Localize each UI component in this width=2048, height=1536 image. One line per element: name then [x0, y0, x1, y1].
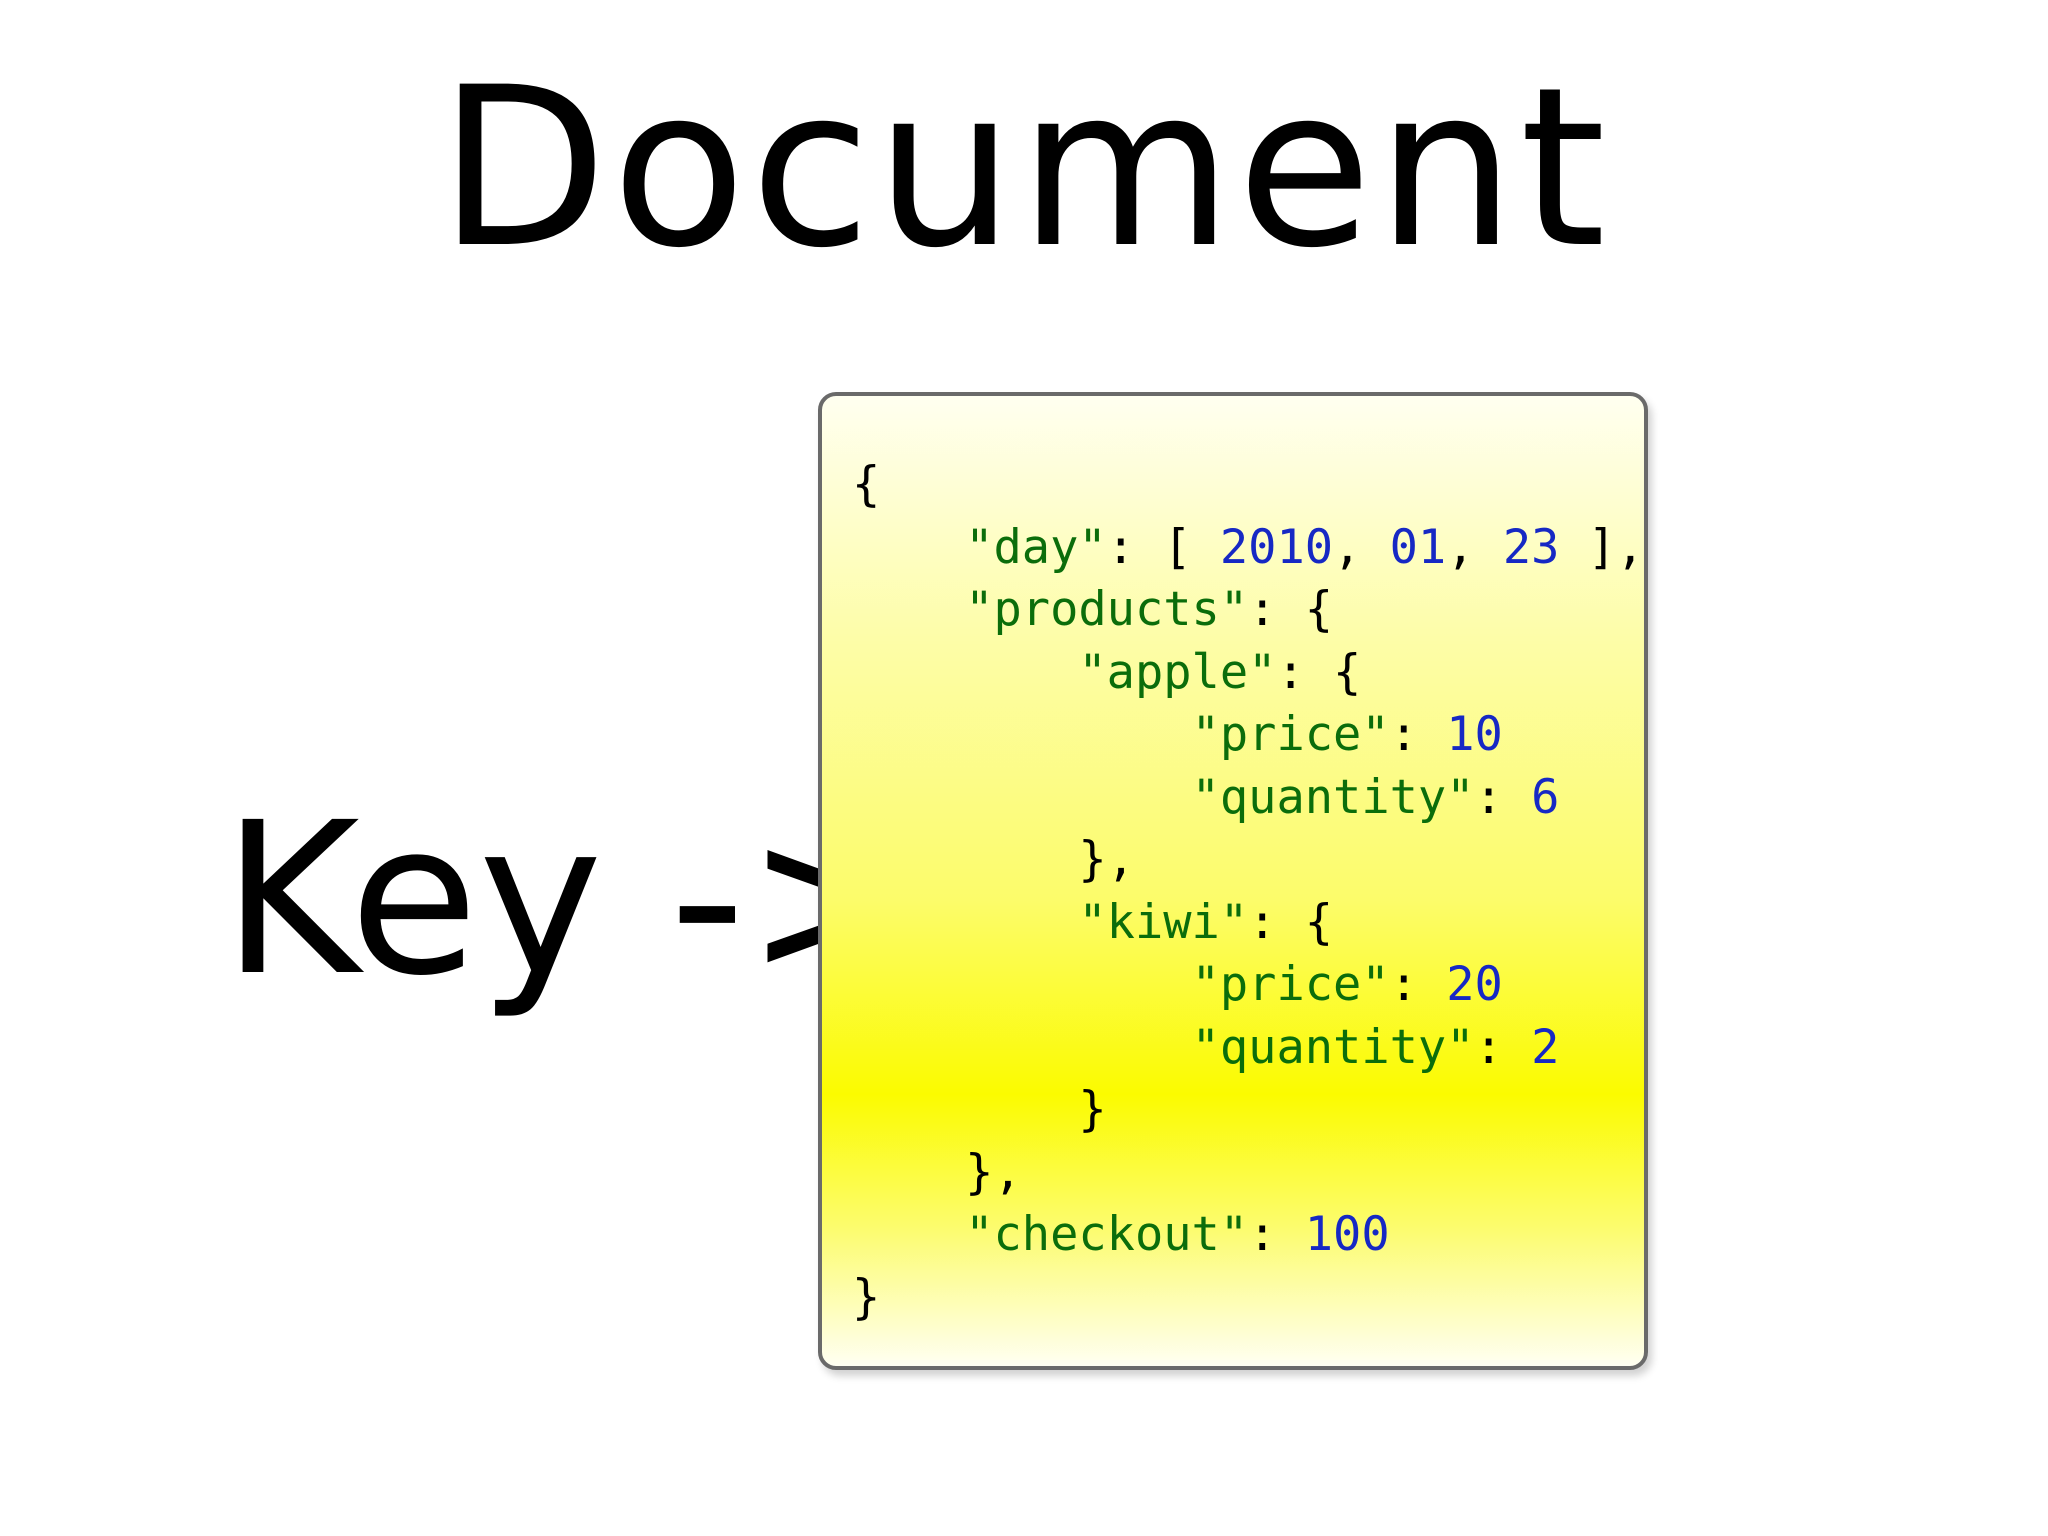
json-number: 100 — [1304, 1207, 1390, 1262]
json-punctuation: : — [1248, 1207, 1305, 1262]
json-number: 23 — [1502, 519, 1560, 575]
code-line: }, — [852, 1142, 1644, 1205]
json-punctuation: { — [852, 457, 881, 512]
code-line: { — [852, 454, 1644, 517]
json-code-block: { "day": [ 2010, 01, 23 ], "products": {… — [852, 454, 1644, 1329]
code-line: }, — [852, 829, 1644, 892]
json-key: "price" — [1191, 957, 1390, 1012]
json-punctuation — [852, 520, 965, 575]
json-punctuation: : — [1474, 769, 1532, 825]
json-key: "checkout" — [965, 1207, 1249, 1262]
json-punctuation: : — [1389, 707, 1447, 762]
code-line: "checkout": 100 — [852, 1204, 1644, 1267]
json-punctuation — [852, 957, 1192, 1012]
json-punctuation — [852, 1020, 1192, 1075]
json-punctuation — [852, 707, 1192, 762]
code-line: "kiwi": { — [852, 892, 1644, 955]
json-key: "quantity" — [1191, 1019, 1475, 1075]
code-line: } — [852, 1079, 1644, 1142]
json-punctuation: : { — [1276, 644, 1362, 700]
json-key: "price" — [1191, 707, 1390, 762]
json-punctuation: : { — [1248, 894, 1334, 950]
json-key: "products" — [965, 582, 1249, 637]
key-arrow-label: Key -> — [222, 777, 922, 1022]
code-line: "quantity": 2 — [852, 1017, 1644, 1080]
json-key: "apple" — [1078, 644, 1277, 700]
json-punctuation — [852, 582, 965, 637]
code-line: "price": 10 — [852, 704, 1644, 767]
code-line: "price": 20 — [852, 954, 1644, 1017]
json-punctuation: ], — [1559, 519, 1645, 575]
json-punctuation — [852, 770, 1192, 825]
json-number: 10 — [1446, 707, 1503, 762]
json-key: "quantity" — [1191, 769, 1475, 825]
json-number: 01 — [1389, 519, 1447, 575]
json-punctuation: : — [1474, 1019, 1532, 1075]
json-punctuation — [852, 645, 1078, 700]
json-punctuation: , — [1446, 519, 1503, 575]
json-punctuation: }, — [852, 832, 1135, 887]
json-number: 2 — [1531, 1019, 1560, 1075]
slide-title: Document — [438, 40, 1610, 296]
json-number: 2010 — [1219, 519, 1334, 575]
code-line: "apple": { — [852, 642, 1644, 705]
json-key: "kiwi" — [1078, 894, 1249, 950]
json-punctuation: : { — [1248, 582, 1334, 637]
json-number: 20 — [1446, 957, 1503, 1012]
code-line: "products": { — [852, 579, 1644, 642]
json-punctuation: } — [852, 1082, 1107, 1137]
code-line: } — [852, 1267, 1644, 1330]
json-key: "day" — [965, 519, 1107, 575]
json-punctuation: } — [852, 1269, 881, 1325]
json-punctuation: : [ — [1106, 519, 1220, 575]
json-punctuation: }, — [852, 1144, 1022, 1200]
json-punctuation — [852, 1207, 965, 1262]
json-document-box: { "day": [ 2010, 01, 23 ], "products": {… — [818, 392, 1648, 1370]
code-line: "quantity": 6 — [852, 767, 1644, 830]
code-line: "day": [ 2010, 01, 23 ], — [852, 517, 1644, 580]
json-punctuation — [852, 895, 1078, 950]
json-punctuation: , — [1333, 519, 1390, 575]
json-punctuation: : — [1389, 957, 1447, 1012]
json-number: 6 — [1531, 769, 1560, 825]
